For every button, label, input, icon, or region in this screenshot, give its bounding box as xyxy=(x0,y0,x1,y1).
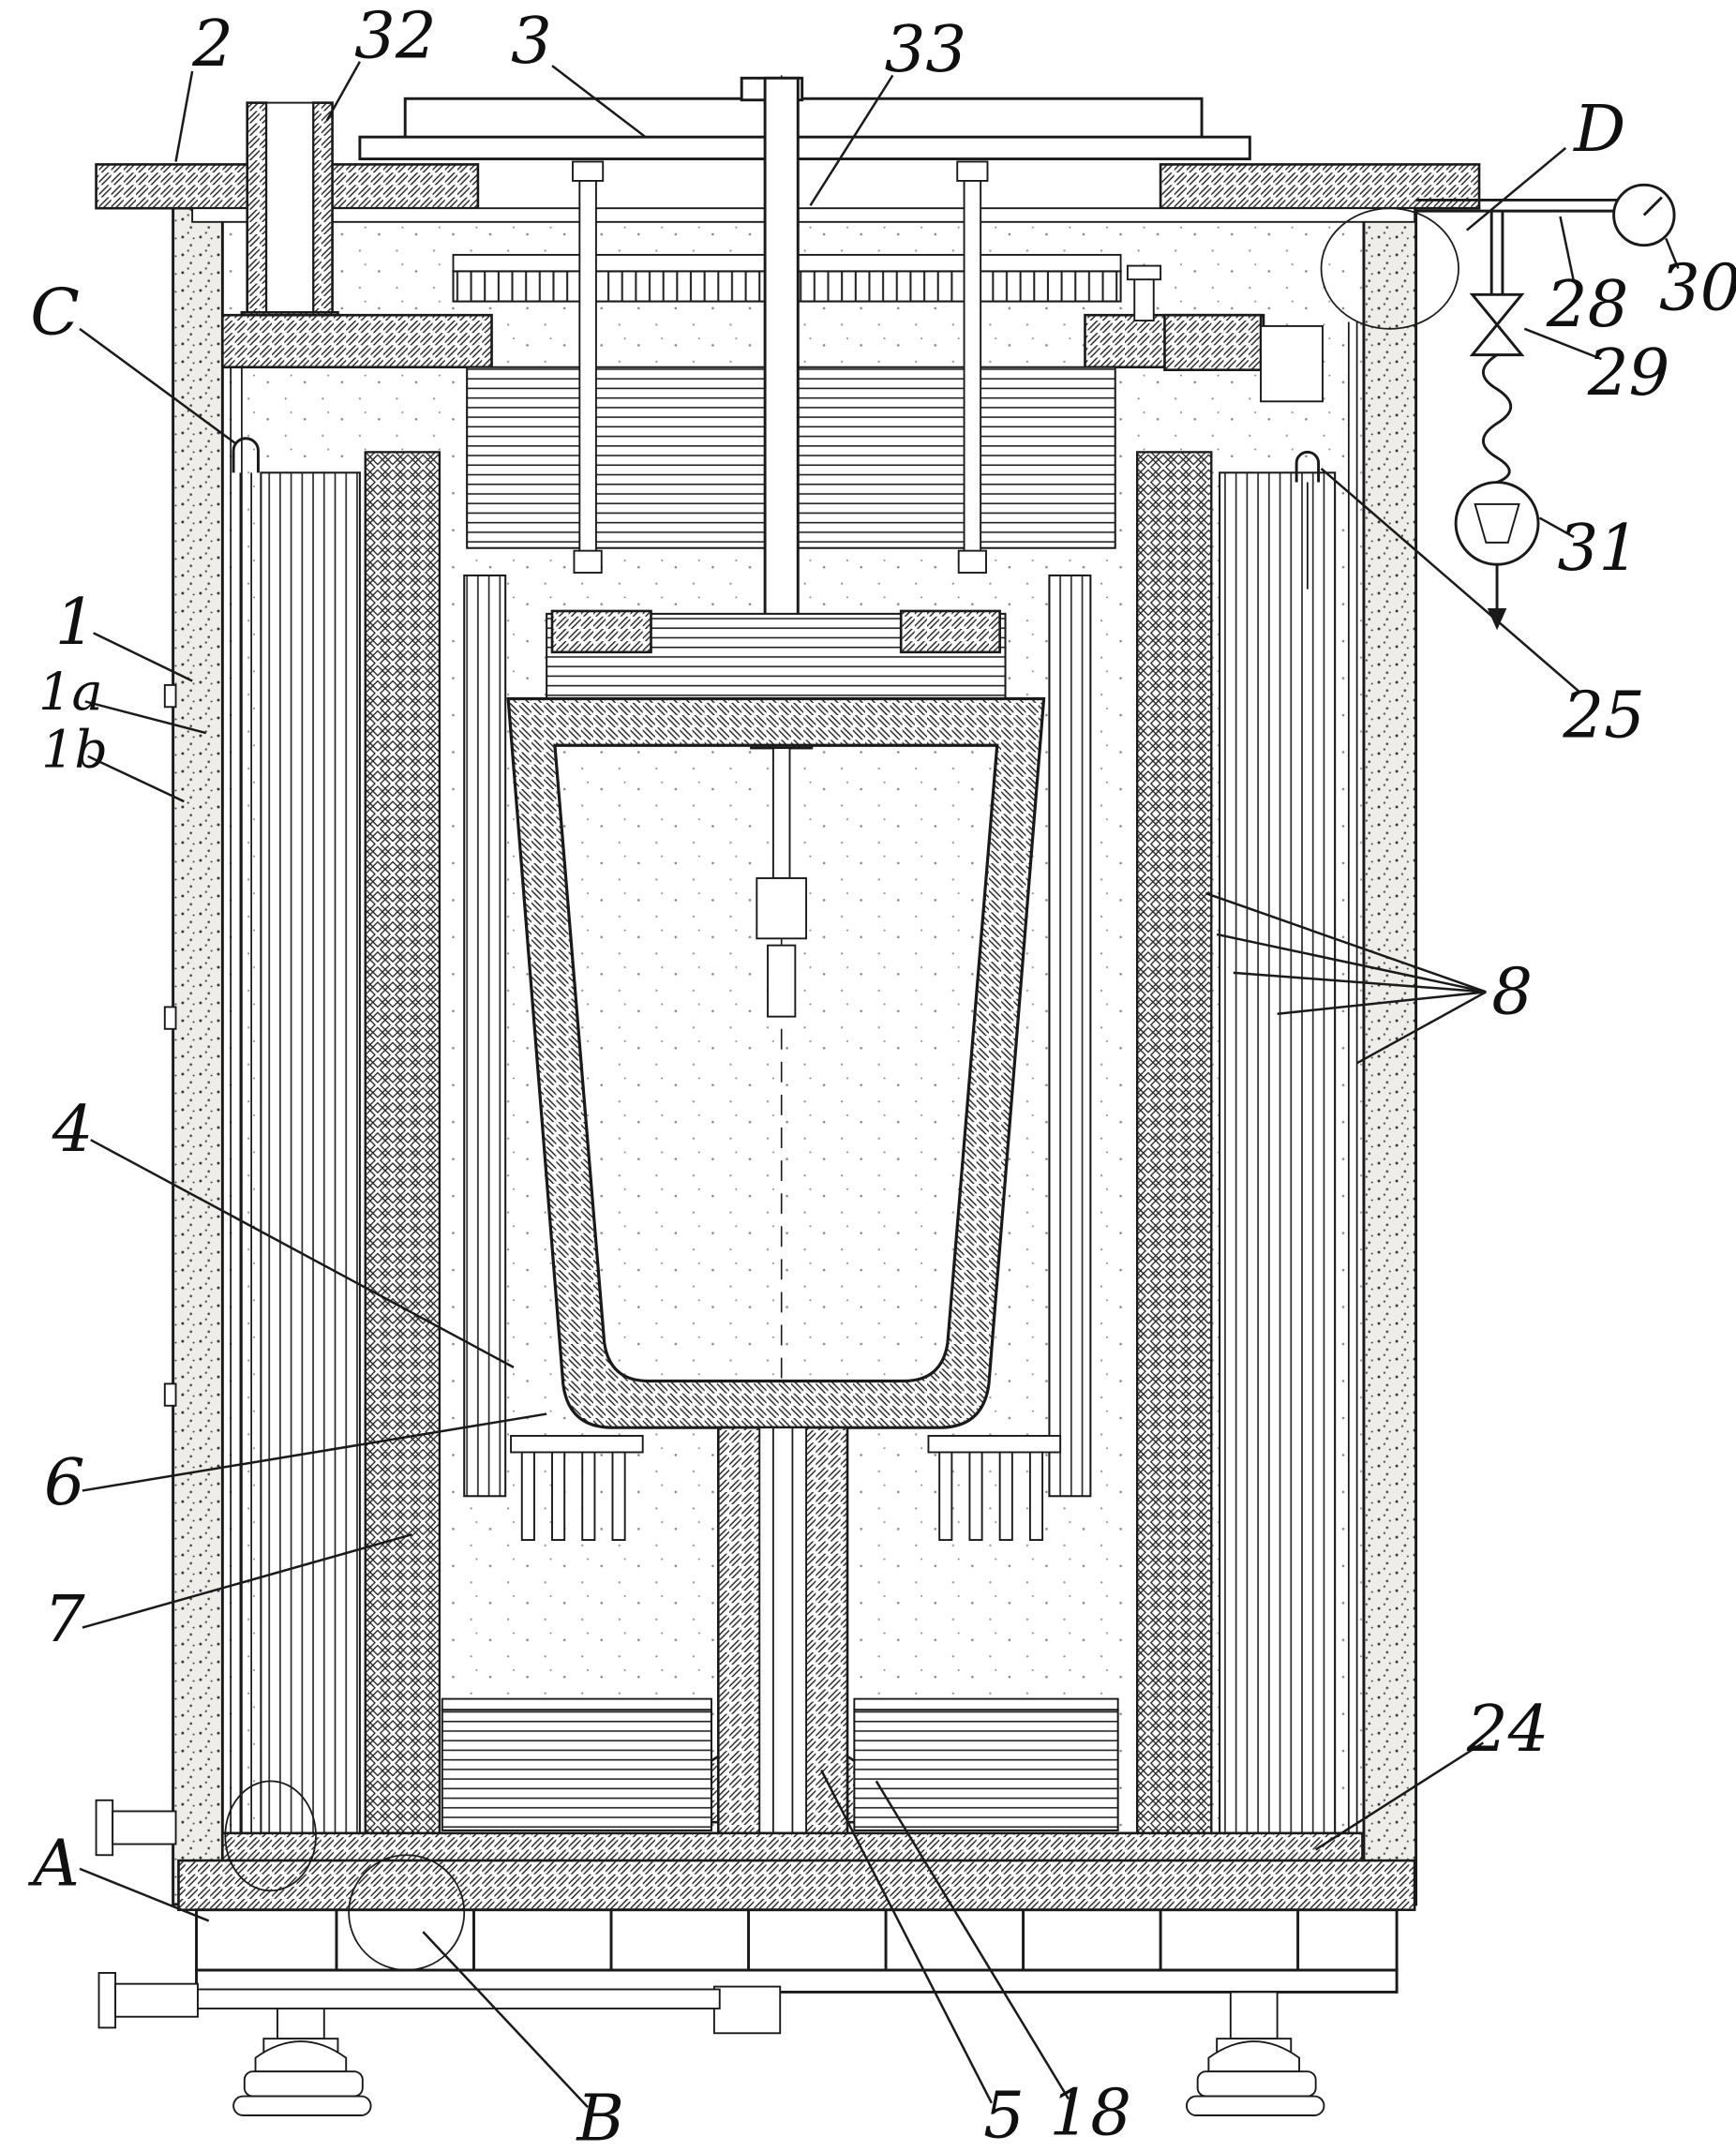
bottom-stack-right xyxy=(853,1709,1119,1831)
insulation-right xyxy=(1136,451,1213,1862)
wall-notch xyxy=(163,683,177,709)
flex-line xyxy=(1481,353,1513,484)
ref-label-28: 28 xyxy=(1546,267,1629,342)
ref-label-5: 5 xyxy=(983,2078,1025,2151)
ref-label-31: 31 xyxy=(1558,511,1640,586)
lid-lip xyxy=(358,135,1251,161)
lid-bolt xyxy=(1133,273,1155,322)
ref-label-32: 32 xyxy=(354,0,437,73)
shield-pack-right xyxy=(1219,471,1337,1858)
thermocouple-right-loop xyxy=(1295,451,1321,483)
ref-label-3: 3 xyxy=(511,4,552,79)
electrode-tip-left xyxy=(573,549,603,574)
ref-label-6: 6 xyxy=(44,1445,85,1520)
upper-shield-corner-left xyxy=(550,609,652,654)
thermocouples xyxy=(232,437,1321,1844)
base-plate xyxy=(195,1968,1399,1994)
ref-label-1a: 1a xyxy=(38,662,103,723)
ref-label-8: 8 xyxy=(1491,955,1533,1030)
lid-bolt-head xyxy=(1126,264,1162,281)
ref-label-29: 29 xyxy=(1587,336,1670,411)
seed-crystal xyxy=(767,944,797,1018)
outer-wall-left xyxy=(172,203,224,1906)
radiation-shield-packs xyxy=(260,471,1337,1858)
step-bracket-right xyxy=(1260,324,1324,403)
flange-underplate xyxy=(191,207,1416,223)
leveling-feet xyxy=(232,1991,1325,2116)
valve-symbol xyxy=(1469,322,1525,357)
port-pipe-lower xyxy=(114,1982,199,2018)
detail-circle-D xyxy=(1320,207,1459,330)
insulation-left xyxy=(364,451,441,1862)
heater-left xyxy=(463,574,507,1498)
ref-label-D: D xyxy=(1572,92,1625,167)
wall-notch xyxy=(163,1006,177,1030)
upper-shield-corner-right xyxy=(899,609,1001,654)
base-rib-row xyxy=(195,1908,1399,1972)
base-assembly xyxy=(177,1831,1416,2035)
rod-stem xyxy=(771,747,791,879)
drain-elbow xyxy=(712,1985,782,2035)
left-ports xyxy=(95,1799,721,2029)
side-heaters xyxy=(463,574,1092,1498)
ref-label-1: 1 xyxy=(55,585,97,660)
drain-run-pipe xyxy=(197,1988,721,2009)
wall-notch xyxy=(163,1382,177,1407)
port-pipe-upper xyxy=(112,1810,177,1845)
lid-plate xyxy=(403,97,1204,142)
electrode-top-left xyxy=(572,160,605,182)
pedestal-bore xyxy=(758,1427,808,1864)
inner-top-plate-left xyxy=(221,313,493,369)
comb-bracket-right xyxy=(1163,313,1263,371)
bottom-plate xyxy=(177,1859,1416,1912)
top-lid-assembly xyxy=(95,76,1481,403)
ref-label-18: 18 xyxy=(1049,2076,1131,2151)
electrode-top-right xyxy=(956,160,989,182)
detail-circle-A xyxy=(224,1780,317,1892)
insulation-columns xyxy=(364,451,1213,1862)
ref-label-33: 33 xyxy=(885,12,967,87)
upper-shield-block xyxy=(546,609,1007,703)
ref-label-7: 7 xyxy=(44,1582,85,1657)
shield-pack-left xyxy=(260,471,361,1858)
valve-symbol xyxy=(1469,292,1525,327)
ref-label-B: B xyxy=(575,2081,624,2151)
thermocouple-left-loop xyxy=(232,437,260,473)
seed-holder xyxy=(756,877,808,940)
ref-label-24: 24 xyxy=(1466,1692,1549,1767)
bottom-shield-stacks xyxy=(441,1697,1119,1831)
bottom-stack-left xyxy=(441,1709,712,1831)
electrode-rod-right xyxy=(963,177,982,569)
ref-label-4: 4 xyxy=(52,1092,94,1167)
port-flange-lower xyxy=(97,1972,117,2029)
crucible-wall xyxy=(506,696,1046,1429)
ref-label-1b: 1b xyxy=(41,720,108,781)
detail-circle-B xyxy=(348,1854,466,1971)
electrode-tip-right xyxy=(957,549,987,574)
ref-label-25: 25 xyxy=(1562,679,1645,754)
port-tube-wall xyxy=(246,101,268,317)
crucible xyxy=(506,696,1046,1429)
ref-label-A: A xyxy=(27,1826,80,1901)
lower-electrodes xyxy=(510,1434,1062,1541)
detail-markers xyxy=(224,1780,466,1971)
port-flange-upper xyxy=(95,1799,114,1857)
ref-label-30: 30 xyxy=(1659,250,1736,325)
ref-label-2: 2 xyxy=(191,7,233,82)
ref-label-C: C xyxy=(30,276,80,351)
reference-labels: 2 32 3 33 D 28 30 29 31 25 C 1 1a 1b 8 4… xyxy=(27,0,1736,2151)
port-tube-bore xyxy=(265,101,315,317)
leader-lines xyxy=(79,61,1680,2109)
pump-rotor xyxy=(1474,502,1520,544)
port-tube-wall xyxy=(311,101,334,317)
electrode-rod-left xyxy=(578,177,597,569)
heater-right xyxy=(1048,574,1092,1498)
flange-right xyxy=(1159,163,1481,210)
gas-circuit xyxy=(1320,183,1676,631)
